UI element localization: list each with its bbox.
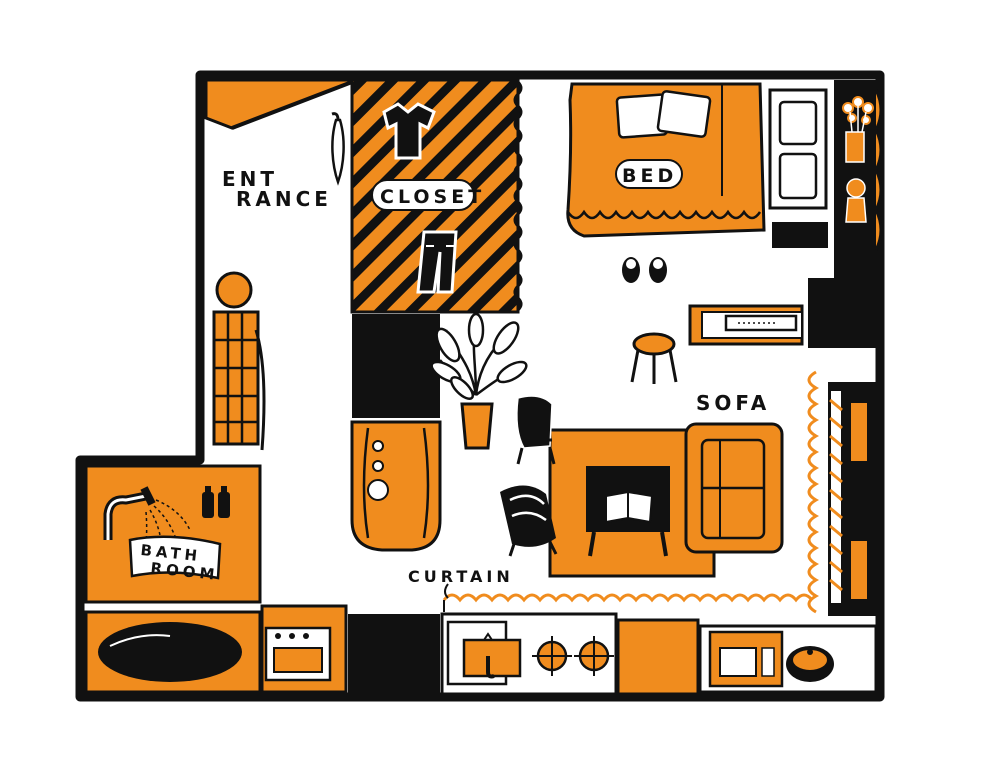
closet: CLOSET: [350, 78, 523, 314]
bathroom: BATH ROOM: [84, 464, 262, 694]
sofa: [684, 422, 784, 554]
bed: BED: [566, 82, 766, 238]
entrance-door: [204, 78, 354, 130]
flower-vase-icon: [842, 96, 874, 163]
coffee-table: [586, 466, 670, 557]
curtain-label: CURTAIN: [408, 567, 514, 586]
closet-column: [352, 314, 440, 418]
living-area: [548, 422, 784, 578]
plant-icon: [430, 312, 528, 450]
curtain-bottom: [442, 593, 814, 612]
curtain-pointer: [444, 583, 449, 599]
book-icon: [605, 490, 654, 524]
bedside-shelf: [768, 88, 828, 248]
faucet-icon: [462, 632, 522, 679]
oven-icon: [264, 626, 332, 682]
bottle-icon: [202, 486, 230, 518]
bed-label: BED: [622, 165, 677, 187]
chair-icon-2: [500, 485, 558, 557]
sofa-label: SOFA: [696, 391, 770, 415]
pants-icon: [416, 230, 458, 294]
entrance-label-line2: RANCE: [236, 187, 332, 211]
entrance-label: ENT RANCE: [222, 167, 332, 211]
chair-icon: [516, 395, 556, 465]
umbrella-icon: [331, 112, 345, 186]
closet-label: CLOSET: [380, 186, 485, 208]
tshirt-icon: [382, 102, 436, 160]
kitchen: [260, 604, 878, 696]
stool-icon: [630, 332, 678, 384]
entrance-label-line1: ENT: [222, 167, 278, 191]
stove-burner-icon: [532, 636, 614, 676]
person-icon: [212, 271, 266, 451]
curtain-right: [807, 370, 876, 616]
right-wall-cabinet: [808, 80, 883, 348]
slippers-icon: [622, 257, 667, 283]
tv-stand: [688, 304, 804, 346]
pillow-icon: [615, 90, 712, 139]
pot-icon: [786, 646, 834, 682]
lamp-icon: [845, 178, 867, 223]
wardrobe: [350, 420, 442, 552]
microwave-icon: [708, 630, 784, 688]
